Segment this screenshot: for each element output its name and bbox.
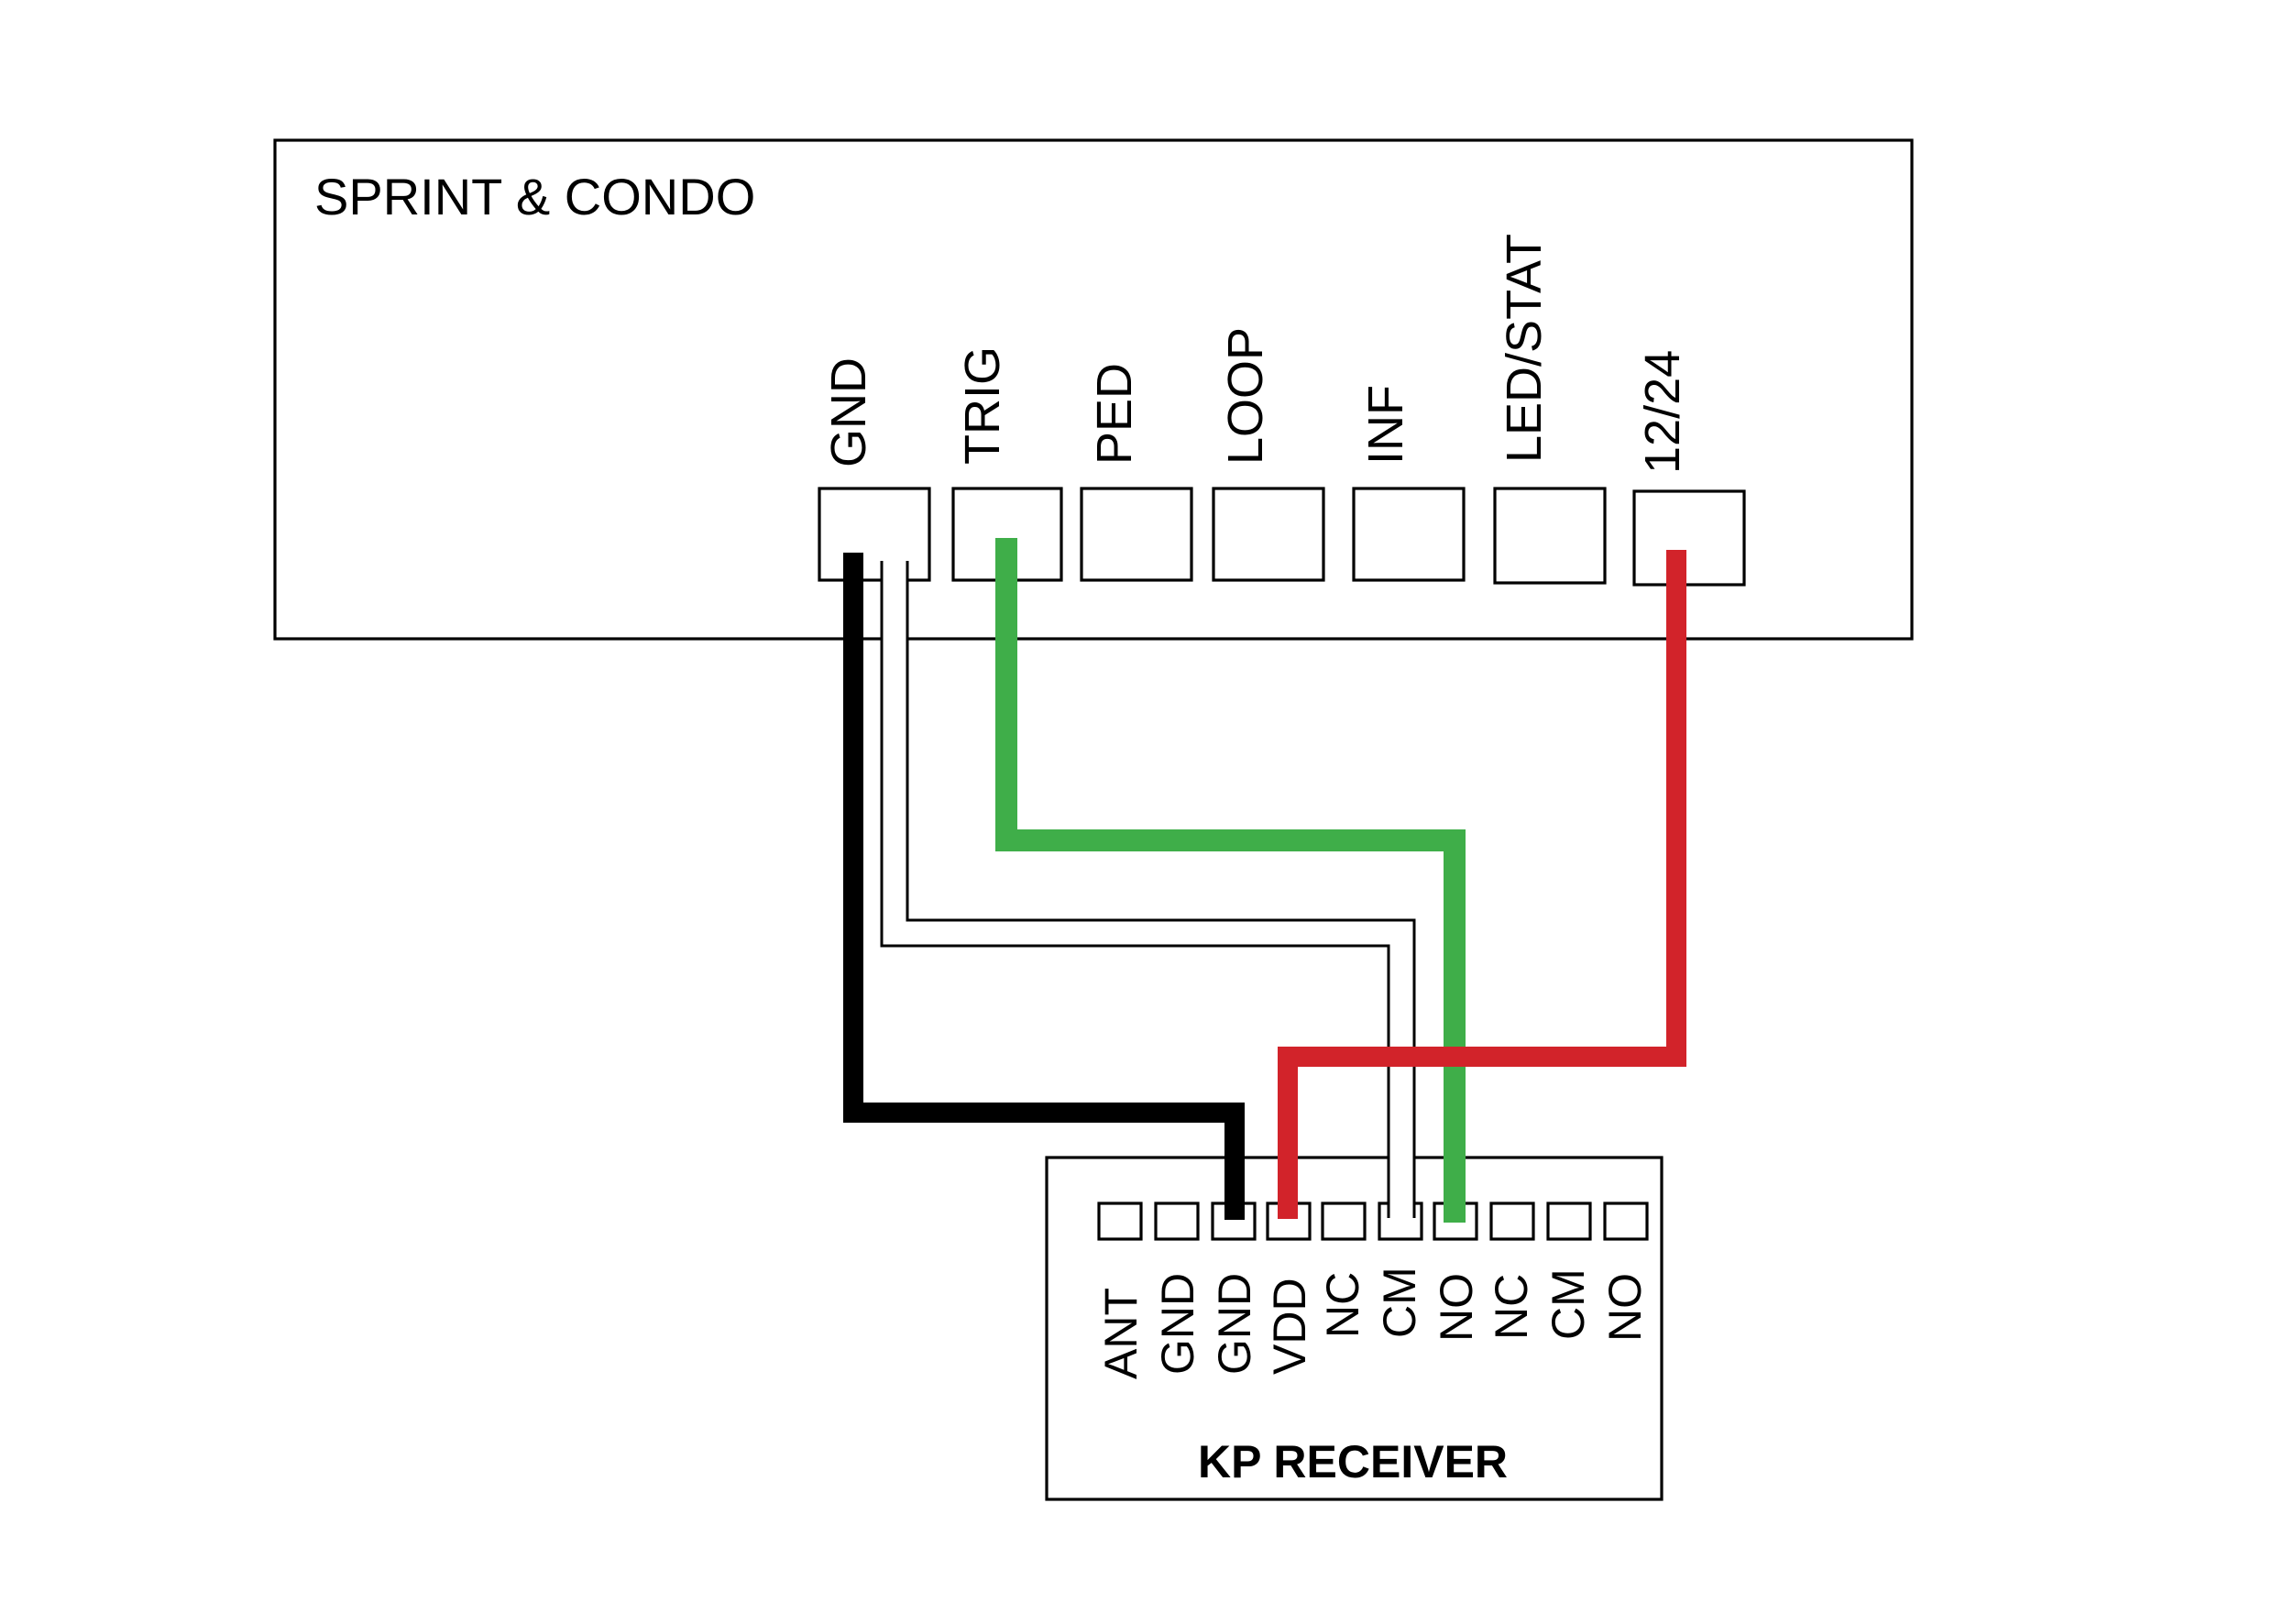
receiver-pin-nc-2: NC <box>1486 1202 1537 1340</box>
receiver-pin-gnd-2: GND <box>1209 1202 1260 1375</box>
receiver-pin-no-1: NO <box>1431 1202 1482 1342</box>
pin-label: GND <box>1152 1273 1203 1375</box>
terminal-box <box>1080 487 1193 582</box>
black-wire <box>843 553 1245 1220</box>
pin-box <box>1321 1202 1367 1241</box>
receiver-pin-cm-2: CM <box>1543 1202 1594 1340</box>
controller-terminal-led-stat: LED/STAT <box>1493 234 1607 585</box>
controller-terminal-gnd: GND <box>818 357 931 582</box>
terminal-box <box>1212 487 1325 582</box>
receiver-pin-nc-1: NC <box>1317 1202 1368 1338</box>
terminal-box <box>818 487 931 582</box>
pin-label: NC <box>1486 1274 1537 1340</box>
wires <box>843 538 1686 1223</box>
pin-label: CM <box>1374 1267 1425 1338</box>
controller-terminal-inf: INF <box>1352 385 1466 582</box>
pin-box <box>1546 1202 1592 1241</box>
receiver-title: KP RECEIVER <box>1198 1436 1508 1487</box>
controller-terminal-12-24: 12/24 <box>1632 350 1746 587</box>
pin-box <box>1154 1202 1200 1241</box>
pin-label: VDD <box>1264 1278 1315 1375</box>
receiver-pin-no-2: NO <box>1599 1202 1651 1342</box>
terminal-label: 12/24 <box>1635 350 1690 474</box>
pin-box <box>1603 1202 1649 1241</box>
receiver-board: ANT GND GND VDD NC CM NO NC <box>1045 1156 1664 1501</box>
receiver-pin-gnd-1: GND <box>1152 1202 1203 1375</box>
receiver-pin-ant: ANT <box>1095 1202 1147 1379</box>
green-wire <box>995 538 1466 1223</box>
terminal-label: TRIG <box>955 346 1010 465</box>
white-wire <box>883 561 1413 1218</box>
receiver-pin-cm-1: CM <box>1374 1202 1425 1338</box>
terminal-label: INF <box>1358 385 1413 465</box>
terminal-label: PED <box>1087 363 1142 465</box>
pin-label: NO <box>1599 1273 1651 1342</box>
pin-label: ANT <box>1095 1288 1147 1379</box>
receiver-pin-vdd: VDD <box>1264 1202 1315 1375</box>
controller-terminal-loop: LOOP <box>1212 327 1325 582</box>
controller-title: SPRINT & CONDO <box>314 168 755 225</box>
terminal-label: LED/STAT <box>1497 234 1552 463</box>
pin-box <box>1097 1202 1143 1241</box>
terminal-label: GND <box>821 357 876 467</box>
red-wire <box>1278 550 1686 1219</box>
controller-terminal-ped: PED <box>1080 363 1193 582</box>
terminal-box <box>1352 487 1466 582</box>
pin-label: NC <box>1317 1272 1368 1338</box>
pin-label: NO <box>1431 1273 1482 1342</box>
pin-label: CM <box>1543 1268 1594 1340</box>
pin-label: GND <box>1209 1273 1260 1375</box>
terminal-box <box>1493 487 1607 585</box>
controller-board: SPRINT & CONDO GND TRIG PED LOOP INF LED… <box>273 138 1914 641</box>
pin-box <box>1489 1202 1535 1241</box>
terminal-box <box>1632 489 1746 587</box>
terminal-label: LOOP <box>1218 327 1273 465</box>
